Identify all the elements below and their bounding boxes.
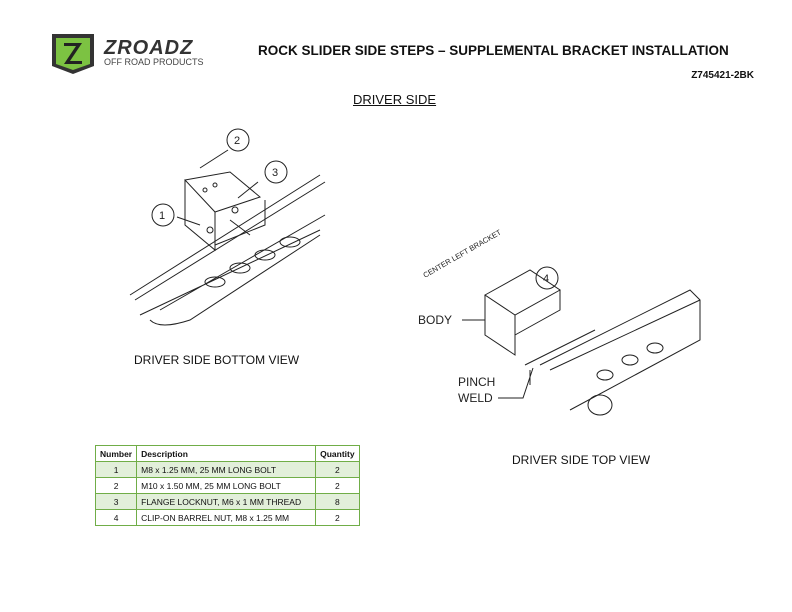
cell-quantity: 2 [315, 509, 360, 526]
callout-4: 4 [543, 273, 549, 285]
cell-number: 4 [94, 509, 138, 526]
section-heading: DRIVER SIDE [353, 92, 437, 107]
brand-subtitle: OFF ROAD PRODUCTS [104, 57, 204, 67]
top-view-drawing: CENTER LEFT BRACKET 4 BODY PINCH WELD [418, 227, 701, 416]
table-header-row: Number Description Quantity [94, 445, 360, 462]
callout-1: 1 [159, 210, 165, 222]
cell-description: M10 x 1.50 MM, 25 MM LONG BOLT [136, 477, 317, 494]
cell-number: 2 [94, 477, 138, 494]
bracket-label: CENTER LEFT BRACKET [422, 227, 504, 279]
cell-number: 3 [94, 493, 138, 510]
cell-quantity: 2 [315, 461, 360, 478]
brand-name: ZROADZ [104, 37, 194, 59]
body-label: BODY [418, 313, 452, 327]
callout-3: 3 [272, 167, 278, 179]
header-description: Description [136, 445, 317, 462]
cell-description: CLIP-ON BARREL NUT, M8 x 1.25 MM [136, 509, 317, 526]
weld-label: WELD [458, 391, 493, 405]
header-quantity: Quantity [315, 445, 360, 462]
bottom-view-drawing: 2 3 1 [129, 128, 326, 326]
pinch-label: PINCH [458, 375, 495, 389]
bottom-view-caption: DRIVER SIDE BOTTOM VIEW [134, 353, 300, 367]
header-number: Number [94, 445, 138, 462]
zroadz-logo [52, 34, 94, 74]
callout-2: 2 [234, 135, 240, 147]
document-title: ROCK SLIDER SIDE STEPS – SUPPLEMENTAL BR… [258, 43, 729, 58]
cell-quantity: 8 [315, 493, 360, 510]
part-number: Z745421-2BK [691, 70, 754, 81]
cell-description: M8 x 1.25 MM, 25 MM LONG BOLT [136, 461, 317, 478]
cell-quantity: 2 [315, 477, 360, 494]
cell-number: 1 [94, 461, 138, 478]
top-view-caption: DRIVER SIDE TOP VIEW [512, 453, 651, 467]
cell-description: FLANGE LOCKNUT, M6 x 1 MM THREAD [136, 493, 317, 510]
